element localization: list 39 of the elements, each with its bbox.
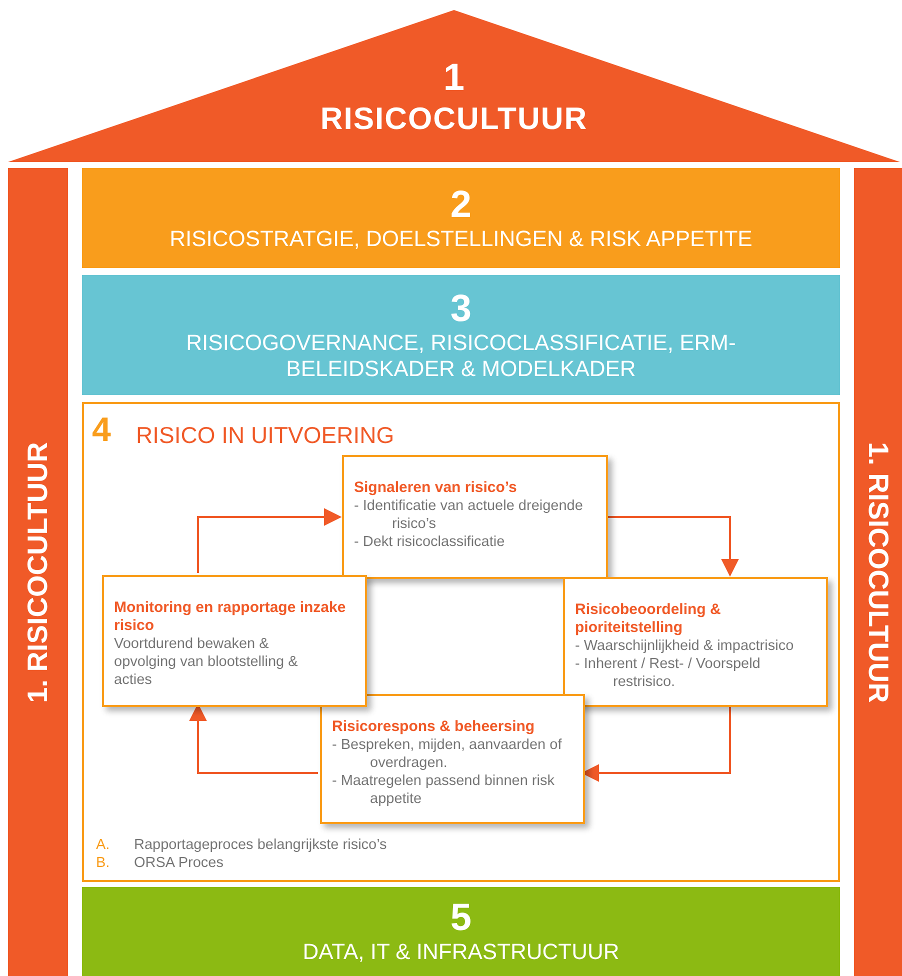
list-item: Rapportageproces belangrijkste risico’s	[134, 836, 387, 854]
bullet-item: - Inherent / Rest- / Voorspeld restrisico.	[575, 655, 762, 691]
process-box	[563, 577, 828, 707]
level-number: 5	[450, 897, 472, 939]
layer-band	[82, 168, 840, 268]
band-text: DATA, IT & INFRASTRUCTUUR	[302, 939, 620, 965]
box-text: Voortdurend bewaken & opvolging van blootstelling & acties	[114, 635, 299, 689]
layer-band	[82, 887, 840, 976]
box-heading: Monitoring en rapportage inzake risico	[114, 599, 347, 635]
band-text: RISICOGOVERNANCE, RISICOCLASSIFICATIE, ERM-BELEIDSKADER & MODELKADER	[185, 330, 737, 382]
pillar-band	[854, 168, 902, 976]
list-item: ORSA Proces	[134, 854, 224, 872]
level-number: 3	[450, 288, 472, 330]
level-number: 2	[450, 184, 472, 226]
box-heading: Signaleren van risico’s	[354, 479, 518, 497]
list-letter: A.	[96, 836, 110, 854]
pillar-label: 1. RISICOCULTUUR	[22, 442, 54, 702]
process-box	[320, 694, 585, 824]
arrow	[197, 508, 342, 573]
level-number: 1	[443, 57, 465, 99]
layer-band	[82, 275, 840, 395]
process-box	[102, 575, 367, 707]
pillar-band	[8, 168, 68, 976]
section-title: RISICO IN UITVOERING	[136, 422, 394, 448]
bullet-item: - Dekt risicoclassificatie	[354, 533, 506, 551]
box-heading: Risicorespons & beheersing	[332, 718, 536, 736]
bullet-item: - Maatregelen passend binnen risk appetite	[332, 772, 556, 808]
level-number: 4	[92, 412, 111, 448]
box-heading: Risicobeoordeling & pioriteitstelling	[575, 601, 722, 637]
section-panel	[82, 402, 840, 882]
pillar-label: 1. RISICOCULTUUR	[862, 442, 894, 702]
process-box	[342, 455, 608, 579]
bullet-item: - Waarschijnlijkheid & impactrisico	[575, 637, 795, 655]
list-letter: B.	[96, 854, 110, 872]
roof-title: RISICOCULTUUR	[320, 100, 588, 138]
bullet-item: - Identificatie van actuele dreigende risico’s	[354, 497, 584, 533]
bullet-item: - Bespreken, mijden, aanvaarden of overdragen.	[332, 736, 563, 772]
arrow	[606, 516, 739, 577]
band-text: RISICOSTRATGIE, DOELSTELLINGEN & RISK APPETITE	[170, 226, 752, 252]
